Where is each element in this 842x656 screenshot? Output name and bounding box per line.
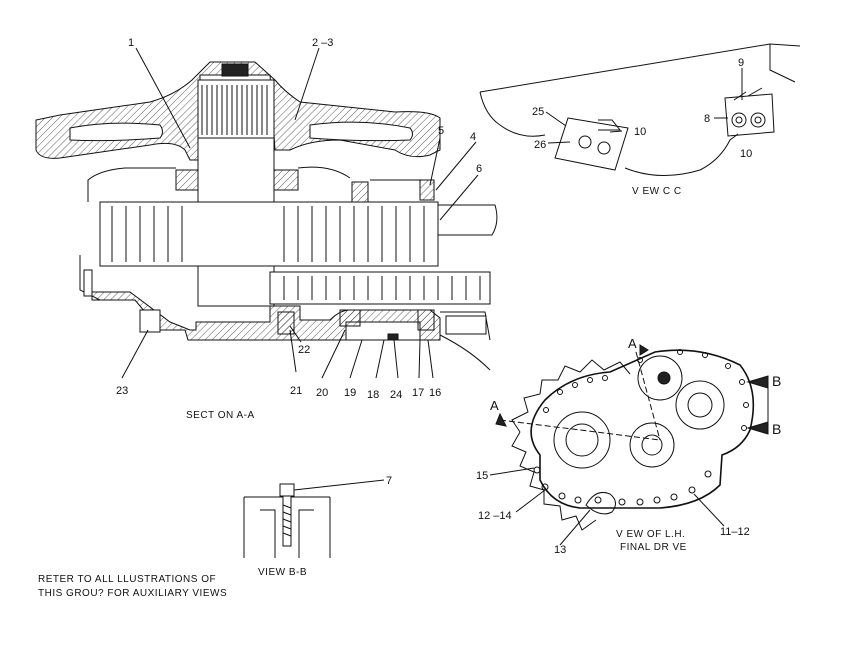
callout-22: 22	[298, 344, 310, 356]
callout-10-top: 10	[634, 126, 646, 138]
view-captions: SECT ON A-A V EW C C VIEW B-B V EW OF L.…	[38, 186, 687, 599]
caption-view-bb: VIEW B-B	[258, 567, 307, 578]
callout-20: 20	[316, 387, 328, 399]
marker-b-top: B	[772, 373, 781, 389]
callout-23: 23	[116, 385, 128, 397]
view-bb-drawing	[243, 479, 385, 558]
callout-4: 4	[470, 131, 476, 143]
marker-b-bottom: B	[772, 421, 781, 437]
caption-view-lh-line1: V EW OF L.H.	[616, 529, 685, 540]
spline-teeth	[201, 85, 268, 135]
callout-25: 25	[532, 106, 544, 118]
view-cc-drawing	[479, 43, 801, 177]
callout-26: 26	[534, 139, 546, 151]
lower-gear-teeth	[283, 276, 481, 300]
leader-lines-section-aa	[121, 47, 479, 379]
callout-1: 1	[128, 37, 134, 49]
callout-16: 16	[429, 387, 441, 399]
callout-10-bottom: 10	[740, 148, 752, 160]
callout-6: 6	[476, 163, 482, 175]
marker-a-left: A	[490, 398, 499, 413]
callout-18: 18	[367, 389, 379, 401]
final-drive-drawing	[489, 344, 769, 546]
callout-2-3: 2 –3	[312, 37, 333, 49]
callout-11-12: 11–12	[720, 526, 750, 538]
callout-9: 9	[738, 57, 744, 69]
bolt-holes	[533, 466, 712, 506]
callout-21: 21	[290, 385, 302, 397]
section-aa-drawing	[35, 61, 498, 371]
callout-13: 13	[554, 544, 566, 556]
caption-view-lh-line2: FINAL DR VE	[620, 542, 687, 553]
note-line-2: THIS GROU? FOR AUXILIARY VIEWS	[38, 588, 227, 599]
caption-section-aa: SECT ON A-A	[186, 410, 255, 421]
callout-15: 15	[476, 470, 488, 482]
callout-19: 19	[344, 387, 356, 399]
callout-12-14: 12 –14	[478, 510, 512, 522]
note-line-1: RETER TO ALL LLUSTRATIONS OF	[38, 574, 216, 585]
callout-5: 5	[438, 125, 444, 137]
marker-a-top: A	[628, 336, 637, 351]
callout-24: 24	[390, 389, 402, 401]
callout-labels: 1 2 –3 4 5 6 7 8 9 10 10 11–12 12 –14 13…	[116, 37, 752, 556]
callout-8: 8	[704, 113, 710, 125]
callout-17: 17	[412, 387, 424, 399]
chain-dots	[543, 349, 749, 431]
large-gear-teeth	[111, 206, 425, 262]
caption-view-cc: V EW C C	[632, 186, 682, 197]
callout-7: 7	[386, 475, 392, 487]
section-markers: A A B B	[490, 336, 781, 437]
